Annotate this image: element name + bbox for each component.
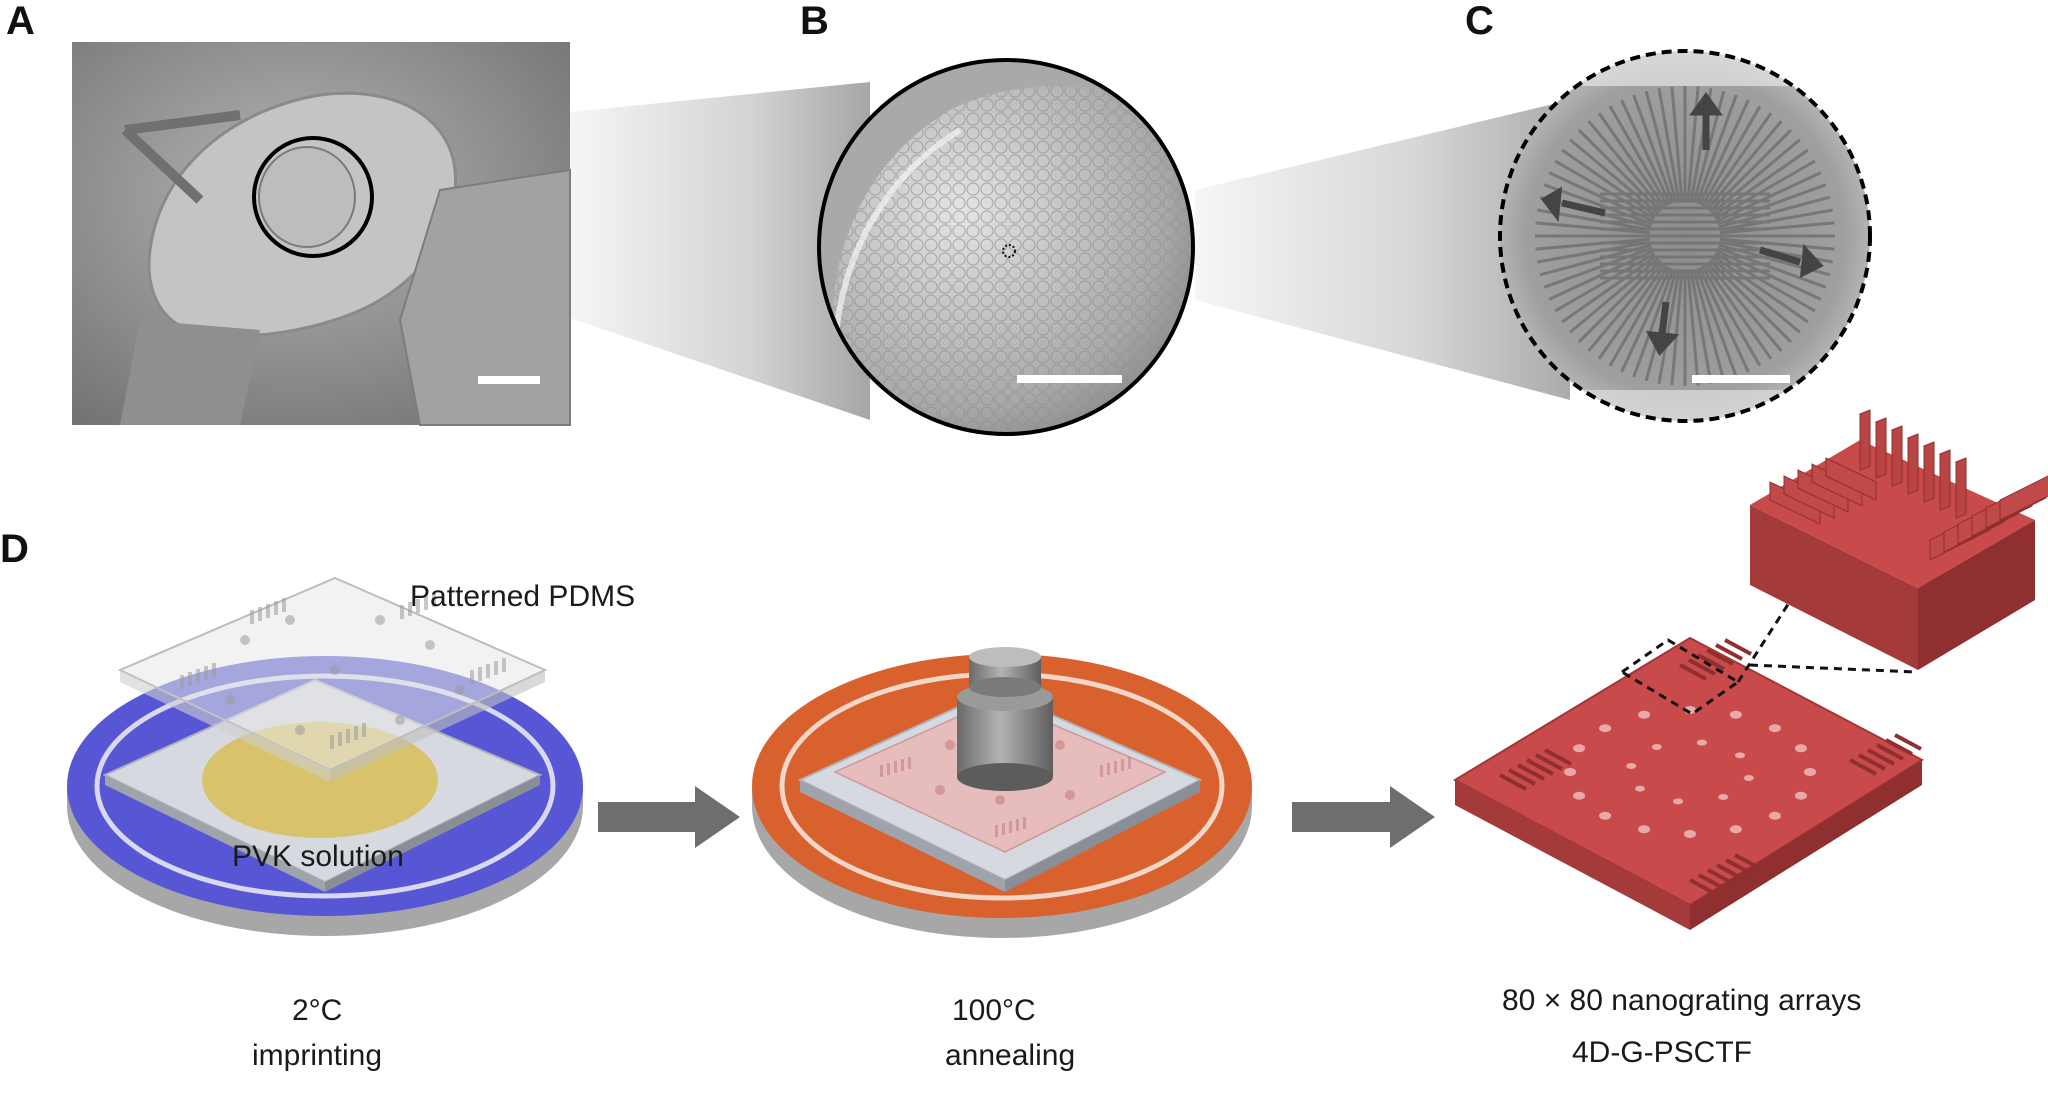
nanograting-array-plate bbox=[1452, 636, 1925, 930]
process-arrow-1 bbox=[598, 786, 740, 848]
panel-label-d: D bbox=[0, 527, 29, 571]
scale-bar-c bbox=[1692, 375, 1790, 383]
zoom-fan-b-to-c bbox=[1195, 100, 1570, 400]
label-step-imprinting: imprinting bbox=[252, 1039, 382, 1072]
imprinting-stage bbox=[67, 576, 583, 936]
label-temperature-1: 2°C bbox=[292, 994, 342, 1027]
panel-a-sem-image bbox=[72, 42, 571, 426]
scale-bar-a bbox=[478, 376, 540, 384]
label-product-name: 4D-G-PSCTF bbox=[1572, 1036, 1752, 1069]
panel-label-a: A bbox=[6, 0, 35, 43]
panel-b-compound-eye bbox=[817, 58, 1195, 436]
eye-highlight-circle bbox=[252, 136, 374, 258]
annealing-stage bbox=[752, 647, 1252, 938]
weight-icon bbox=[957, 647, 1053, 791]
panel-label-b: B bbox=[800, 0, 829, 43]
label-patterned-pdms: Patterned PDMS bbox=[410, 580, 635, 613]
label-step-annealing: annealing bbox=[945, 1039, 1075, 1072]
panel-label-c: C bbox=[1465, 0, 1494, 43]
label-pvk-solution: PVK solution bbox=[232, 840, 404, 873]
zoom-fan-a-to-b bbox=[570, 82, 870, 420]
ommatidium-marker bbox=[1002, 244, 1016, 258]
process-arrow-2 bbox=[1292, 786, 1435, 848]
zoomed-grating-block bbox=[1750, 409, 2048, 670]
orientation-arrows bbox=[1540, 91, 1824, 356]
scale-bar-b bbox=[1017, 375, 1122, 383]
label-nanograting-arrays: 80 × 80 nanograting arrays bbox=[1502, 984, 1861, 1017]
label-temperature-2: 100°C bbox=[952, 994, 1036, 1027]
